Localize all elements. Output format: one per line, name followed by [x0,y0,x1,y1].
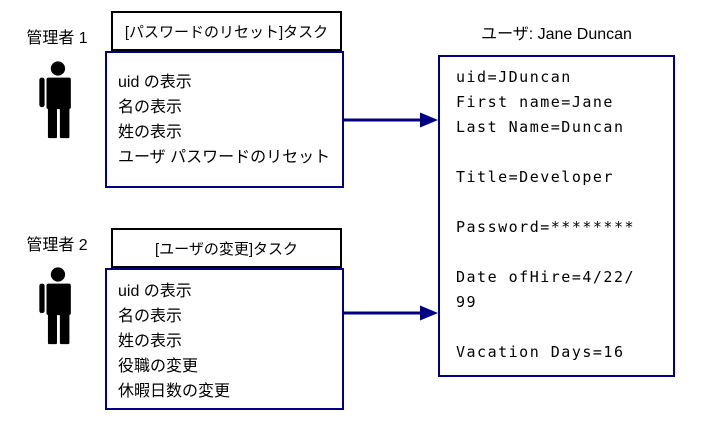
task2-item: 姓の表示 [118,333,183,350]
admin1-person-icon [36,60,78,140]
task1-to-user-arrow [344,112,438,128]
task1-header: [パスワードのリセット]タスク [111,11,342,51]
blank-line [456,240,673,265]
task1-item: 姓の表示 [118,124,183,141]
task2-item: 休暇日数の変更 [118,383,231,400]
user-attribute: Vacation Days=16 [456,343,625,361]
blank-line [456,315,673,340]
user-attribute: First name=Jane [456,93,614,111]
task2-item: 名の表示 [118,308,183,325]
user-title: ユーザ: Jane Duncan [481,26,632,43]
task1-item: 名の表示 [118,99,183,116]
task1-item: ユーザ パスワードのリセット [118,149,331,166]
user-attributes-box: uid=JDuncan First name=Jane Last Name=Du… [438,55,675,377]
user-attribute: uid=JDuncan [456,68,572,86]
admin1-label: 管理者 1 [26,30,88,47]
user-attribute: Last Name=Duncan [456,118,625,136]
user-attribute: Title=Developer [456,168,614,186]
task2-to-user-arrow [344,305,438,321]
blank-line [456,140,673,165]
task1-title: [パスワードのリセット]タスク [124,23,329,41]
task2-item: uid の表示 [118,283,192,300]
admin2-person-icon [36,266,78,346]
user-attribute: Date ofHire=4/22/ [456,268,636,286]
user-attribute: Password=******** [456,218,636,236]
task1-body: uid の表示 名の表示 姓の表示 ユーザ パスワードのリセット [105,51,344,188]
task1-item: uid の表示 [118,74,192,91]
task2-body: uid の表示 名の表示 姓の表示 役職の変更 休暇日数の変更 [105,268,344,410]
task2-item: 役職の変更 [118,358,199,375]
user-attribute: 99 [456,293,478,311]
admin2-label: 管理者 2 [26,237,88,254]
task2-header: [ユーザの変更]タスク [111,228,342,268]
blank-line [456,190,673,215]
task2-title: [ユーザの変更]タスク [154,240,299,258]
